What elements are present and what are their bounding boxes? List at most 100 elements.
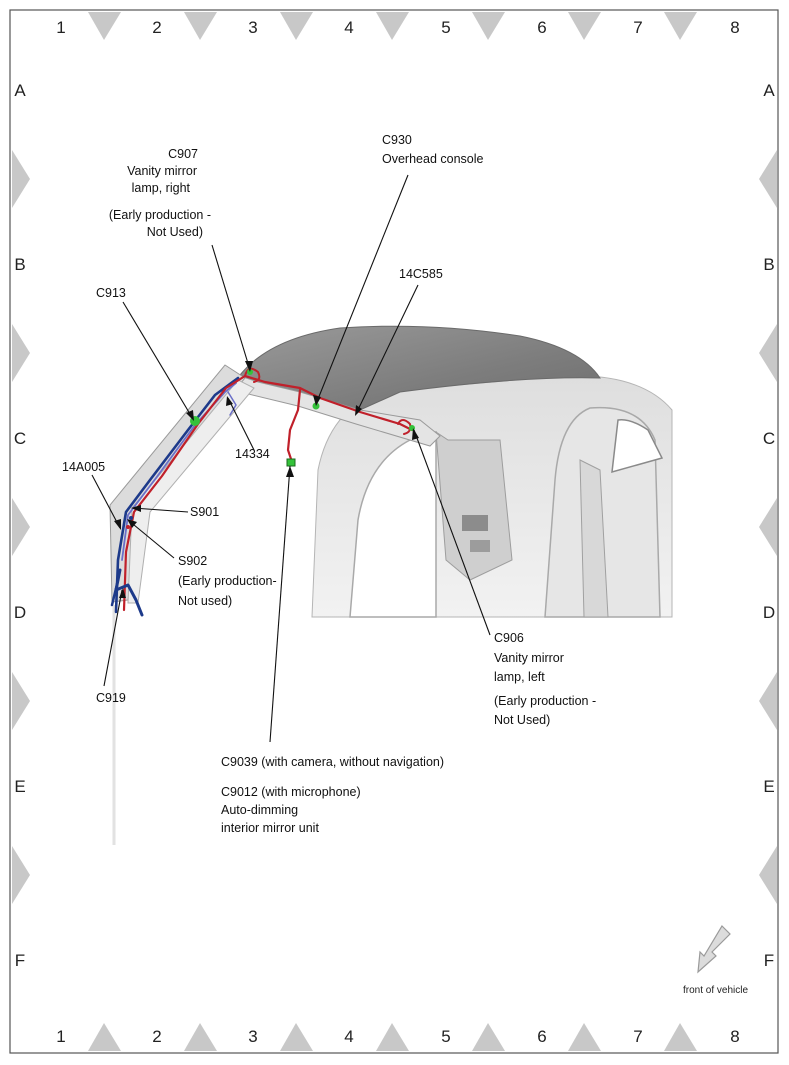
arrowhead [131, 505, 141, 512]
leader-14334 [227, 397, 255, 451]
callout-line: Overhead console [382, 152, 484, 166]
col-label: 8 [730, 18, 739, 37]
pillar-bracket [462, 515, 488, 531]
col-label: 4 [344, 18, 353, 37]
harness-drop-to-mirror [286, 388, 302, 464]
leader-c930 [315, 174, 409, 405]
row-label: F [764, 951, 774, 970]
col-label: 6 [537, 18, 546, 37]
wiring-harness [110, 367, 414, 617]
callout-line: Not Used) [494, 713, 550, 727]
leader-s902 [127, 519, 175, 559]
row-label: B [763, 255, 774, 274]
col-label: 1 [56, 18, 65, 37]
leader-lines [91, 174, 491, 743]
arrowhead [226, 396, 233, 406]
front-arrow-icon [697, 925, 731, 974]
callout-line: interior mirror unit [221, 821, 319, 835]
arrowhead [119, 588, 126, 598]
top-grid-markers [88, 12, 697, 40]
callout-line: C906 [494, 631, 524, 645]
col-label: 8 [730, 1027, 739, 1046]
arrowhead [127, 519, 137, 528]
right-grid-markers [759, 150, 777, 904]
harness-blue-trunk [114, 376, 240, 614]
col-label: 1 [56, 1027, 65, 1046]
row-label: A [763, 81, 775, 100]
row-label: F [15, 951, 25, 970]
leader-c919 [103, 589, 123, 687]
arrowhead [286, 466, 294, 477]
roof-side-rail [226, 371, 441, 447]
callout-line: C919 [96, 691, 126, 705]
callout-s902: S902 (Early production- Not used) [178, 554, 277, 608]
row-label: A [14, 81, 26, 100]
callout-line: C913 [96, 286, 126, 300]
callout-14c585: 14C585 [399, 267, 443, 281]
col-label: 5 [441, 1027, 450, 1046]
row-labels-right: A B C D E F [763, 81, 775, 970]
column-labels-top: 1 2 3 4 5 6 7 8 [56, 18, 739, 37]
splice-s902[interactable] [126, 525, 130, 529]
harness-lower-tail-2 [110, 578, 120, 607]
callout-c919: C919 [96, 691, 126, 705]
column-labels-bottom: 1 2 3 4 5 6 7 8 [56, 1027, 739, 1046]
callout-14334: 14334 [235, 447, 270, 461]
col-label: 7 [633, 18, 642, 37]
col-label: 6 [537, 1027, 546, 1046]
callout-line: S902 [178, 554, 207, 568]
row-label: D [763, 603, 775, 622]
callout-c906: C906 Vanity mirror lamp, left (Early pro… [494, 631, 596, 727]
b-pillar [435, 431, 513, 581]
leader-c913 [122, 301, 194, 420]
arrowhead [245, 361, 253, 372]
harness-violet-branch [227, 391, 237, 416]
col-label: 2 [152, 1027, 161, 1046]
arrowhead [313, 395, 321, 406]
diagram-border [9, 9, 779, 1054]
row-label: E [763, 777, 774, 796]
callout-line: C9039 (with camera, without navigation) [221, 755, 444, 769]
arrowhead [186, 410, 194, 421]
vehicle-roof-illustration [109, 325, 673, 845]
callout-line: C930 [382, 133, 412, 147]
row-labels-left: A B C D E F [14, 81, 26, 970]
callout-line: Auto-dimming [221, 803, 298, 817]
col-label: 2 [152, 18, 161, 37]
leader-14a005 [91, 474, 121, 529]
callout-line: 14C585 [399, 267, 443, 281]
col-label: 3 [248, 18, 257, 37]
row-label: C [763, 429, 775, 448]
callout-line: S901 [190, 505, 219, 519]
col-label: 5 [441, 18, 450, 37]
row-label: C [14, 429, 26, 448]
row-label: B [14, 255, 25, 274]
leader-c906 [413, 429, 491, 636]
callout-c913: C913 [96, 286, 126, 300]
callout-line: Vanity mirror [127, 164, 197, 178]
leader-c9039 [269, 465, 291, 743]
callout-line: C9012 (with microphone) [221, 785, 361, 799]
splice-s901[interactable] [129, 516, 133, 520]
callout-line: 14334 [235, 447, 270, 461]
callout-line: (Early production- [178, 574, 277, 588]
callout-line: Not Used) [147, 225, 203, 239]
callout-s901: S901 [190, 505, 219, 519]
col-label: 4 [344, 1027, 353, 1046]
col-label: 3 [248, 1027, 257, 1046]
callout-line: Vanity mirror [494, 651, 564, 665]
callout-c907: C907 Vanity mirror lamp, right (Early pr… [109, 147, 211, 239]
harness-violet [121, 382, 237, 561]
rear-quarter-window [611, 418, 664, 474]
callout-line: (Early production - [109, 208, 211, 222]
row-label: E [14, 777, 25, 796]
front-of-vehicle-indicator: front of vehicle [683, 925, 748, 996]
callout-line: C907 [168, 147, 198, 161]
left-grid-markers [12, 150, 30, 904]
callout-line: lamp, right [132, 181, 191, 195]
pillar-bracket [470, 540, 490, 552]
connector-c9039[interactable] [286, 458, 296, 467]
callout-line: 14A005 [62, 460, 105, 474]
c-pillar [579, 459, 609, 618]
